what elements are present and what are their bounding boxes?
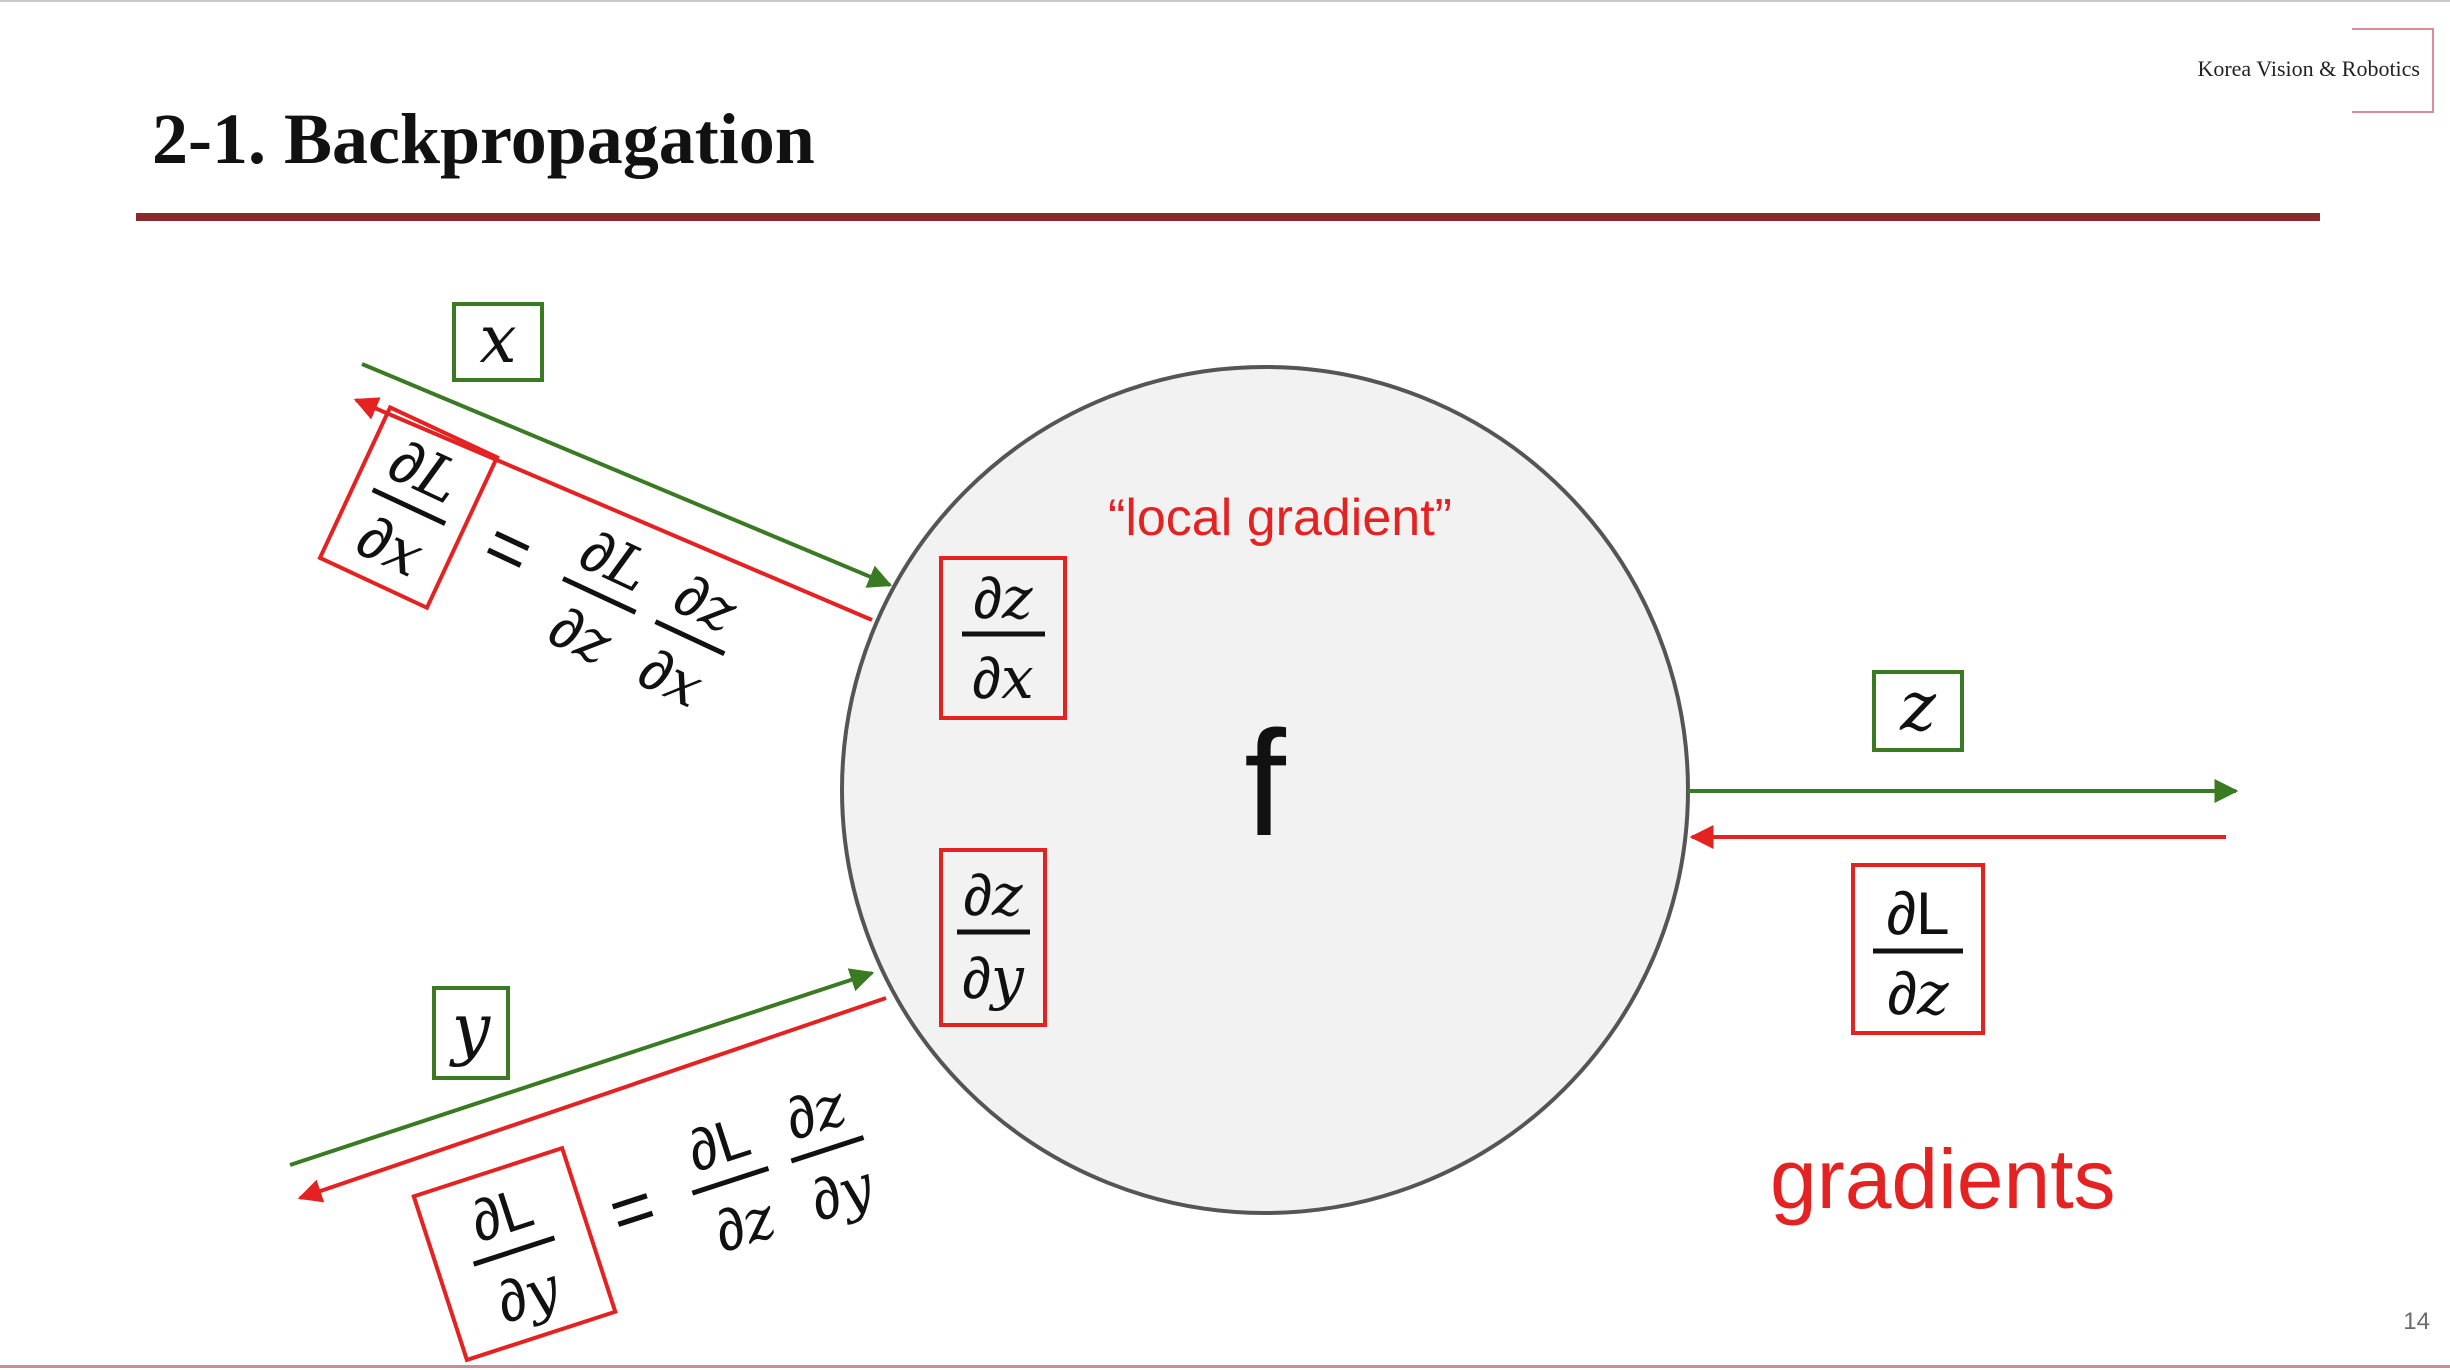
- local-gradient-dz-dx: ∂z ∂x: [939, 556, 1067, 720]
- denominator-partial: ∂x: [972, 644, 1033, 712]
- fraction-bar: [561, 576, 637, 615]
- page-number: 14: [2403, 1308, 2430, 1335]
- upstream-grad-x-box: [317, 404, 500, 611]
- upstream-gradient-dL-dz-box: [1851, 863, 1985, 1035]
- numerator-partial: ∂z: [973, 564, 1033, 632]
- input-y-label: y: [432, 986, 510, 1080]
- denominator-partial: ∂x: [629, 634, 713, 722]
- denominator-partial: ∂y: [488, 1253, 569, 1337]
- bottom-rule: [0, 1365, 2450, 1368]
- input-y-symbol: y: [449, 990, 492, 1069]
- output-z-box: [1872, 670, 1964, 752]
- fraction-bar: [371, 487, 447, 526]
- numerator-partial: ∂L: [1886, 880, 1949, 947]
- brand-name: Korea Vision & Robotics: [2197, 56, 2420, 81]
- equals-sign: =: [599, 1163, 666, 1255]
- chain-rule-y: ∂L ∂y = ∂L ∂z ∂z ∂y: [411, 1071, 883, 1363]
- fraction-bar: [691, 1166, 770, 1196]
- brand-frame: [2352, 28, 2434, 113]
- denominator-partial: ∂y: [802, 1151, 883, 1235]
- numerator-partial: ∂L: [463, 1174, 541, 1255]
- numerator-partial: ∂z: [963, 861, 1023, 929]
- slide-title: 2-1. Backpropagation: [152, 99, 815, 179]
- input-x-symbol: x: [479, 301, 516, 378]
- numerator-partial: ∂L: [571, 516, 661, 606]
- equals-sign: =: [472, 502, 546, 595]
- input-x-box: [452, 302, 544, 382]
- forward-arrow-x: [361, 362, 893, 588]
- chain-rule-x: ∂L ∂x = ∂L ∂z ∂z ∂x: [317, 404, 748, 722]
- input-y-box: [432, 986, 510, 1080]
- input-x-label: x: [452, 301, 544, 382]
- fraction-bar: [654, 619, 726, 657]
- denominator-partial: ∂z: [539, 592, 622, 679]
- output-z-label: z: [1872, 668, 1964, 752]
- forward-arrow-y: [289, 968, 875, 1167]
- local-gradient-dz-dx-box: [939, 556, 1067, 720]
- backward-arrow-y: [297, 996, 887, 1203]
- node-label: f: [1244, 699, 1286, 867]
- local-gradient-dz-dy: ∂z ∂y: [939, 848, 1047, 1027]
- local-gradient-label: “local gradient”: [1108, 489, 1452, 547]
- title-underline: [136, 213, 2320, 221]
- denominator-partial: ∂z: [1887, 959, 1949, 1029]
- upstream-gradient-dL-dz: ∂L ∂z: [1851, 863, 1985, 1035]
- top-rule: [0, 0, 2450, 2]
- local-gradient-dz-dy-box: [939, 848, 1047, 1027]
- fraction-bar: [790, 1135, 865, 1164]
- denominator-partial: ∂z: [706, 1183, 784, 1266]
- upstream-grad-y-box: [411, 1145, 618, 1363]
- output-z-symbol: z: [1899, 668, 1937, 747]
- fraction-bar: [472, 1235, 556, 1267]
- numerator-partial: ∂L: [680, 1104, 758, 1185]
- numerator-partial: ∂z: [777, 1071, 855, 1154]
- backward-arrow-x: [353, 397, 873, 622]
- denominator-partial: ∂y: [962, 944, 1025, 1012]
- gradients-label: gradients: [1770, 1132, 2116, 1226]
